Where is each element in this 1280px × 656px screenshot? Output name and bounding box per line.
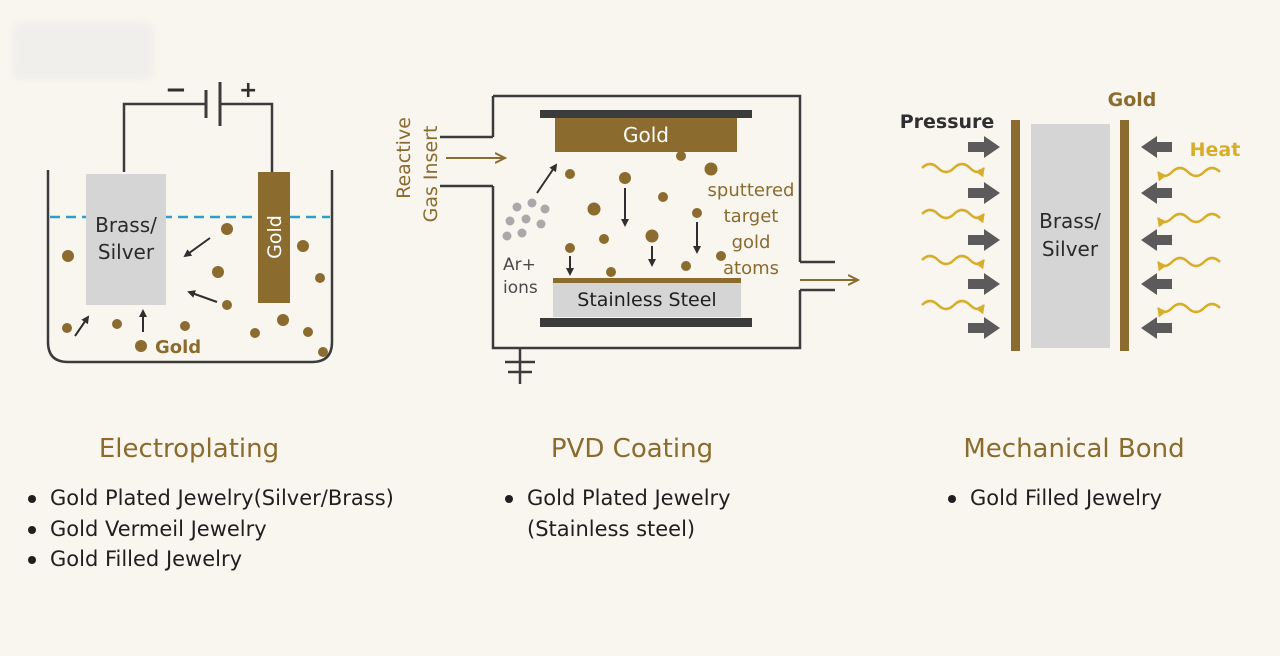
polarity-minus: −	[165, 75, 187, 105]
anode-gold	[258, 172, 290, 303]
heat-wave-icon	[1157, 256, 1221, 272]
pressure-arrow-icon	[968, 273, 1000, 295]
cathode-label-line1: Brass/	[95, 213, 157, 237]
gas-inlet-pipe	[440, 135, 493, 188]
electroplating-diagram: − + Brass/ Silver Gold Gold	[46, 75, 334, 364]
pvd-caption: PVD Coating	[550, 434, 714, 464]
gas-outlet-pipe	[800, 260, 835, 292]
vacuum-chamber	[491, 94, 802, 350]
ion-migration-arrows	[74, 237, 218, 337]
cathode-label-line2: Silver	[98, 240, 155, 264]
pressure-arrow-icon	[1141, 273, 1172, 295]
heat-waves-right	[1157, 166, 1221, 318]
pressure-arrow-icon	[968, 317, 1000, 339]
pressure-arrow-icon	[968, 229, 1000, 251]
substrate-label: Stainless Steel	[577, 289, 716, 311]
circuit-wire	[122, 102, 274, 172]
heat-wave-icon	[921, 254, 985, 270]
heat-wave-icon	[921, 208, 985, 224]
mechanical-bullet-list: Gold Filled Jewelry	[946, 483, 1162, 514]
atoms-label: sputtered target gold atoms	[708, 180, 795, 279]
gold-target	[555, 118, 737, 152]
cathode-brass-silver	[86, 174, 166, 305]
pressure-label: Pressure	[900, 111, 995, 133]
anode-label: Gold	[264, 215, 286, 259]
mechanical-bond-diagram: Gold Pressure Heat Brass/ Silver	[900, 89, 1241, 351]
bullet-item: Gold Vermeil Jewelry	[26, 514, 394, 545]
svg-text:atoms: atoms	[723, 258, 779, 279]
electroplating-bullet-list: Gold Plated Jewelry(Silver/Brass) Gold V…	[26, 483, 394, 575]
pressure-arrows-right	[1141, 136, 1172, 339]
gas-label-line2: Gas Insert	[420, 126, 442, 223]
pressure-arrow-icon	[1141, 229, 1172, 251]
polarity-plus: +	[239, 78, 257, 103]
gas-label-line1: Reactive	[393, 117, 415, 199]
sputtered-gold-atoms	[565, 151, 726, 277]
heat-wave-icon	[1157, 212, 1221, 228]
mechanical-bond-caption: Mechanical Bond	[963, 434, 1185, 464]
target-electrode	[540, 110, 752, 118]
heat-wave-icon	[921, 299, 985, 315]
bullet-item-continuation: (Stainless steel)	[527, 516, 696, 541]
svg-text:gold: gold	[732, 232, 771, 253]
core-label-line1: Brass/	[1039, 209, 1101, 233]
pressure-arrow-icon	[1141, 136, 1172, 158]
blurred-logo	[12, 22, 154, 80]
pressure-arrow-icon	[1141, 317, 1172, 339]
ion-impact-arrow	[536, 163, 558, 194]
gold-layer-right	[1120, 120, 1129, 351]
heat-wave-icon	[1157, 166, 1221, 182]
gold-layer-left	[1011, 120, 1020, 351]
bullet-item: Gold Filled Jewelry	[26, 544, 394, 575]
ions-label-line1: Ar+	[503, 255, 536, 275]
pressure-arrow-icon	[968, 136, 1000, 158]
heat-wave-icon	[921, 162, 985, 178]
core-brass-silver	[1031, 124, 1110, 348]
core-label-line2: Silver	[1042, 237, 1099, 261]
bullet-item: Gold Filled Jewelry	[946, 483, 1162, 514]
heat-wave-icon	[1157, 302, 1221, 318]
pvd-bullet-list: Gold Plated Jewelry (Stainless steel)	[503, 483, 731, 544]
pressure-arrow-icon	[1141, 182, 1172, 204]
gold-particle-label: Gold	[155, 337, 201, 358]
svg-text:target: target	[724, 206, 779, 227]
pressure-arrows-left	[968, 136, 1000, 339]
electroplating-caption: Electroplating	[98, 434, 280, 464]
bullet-item: Gold Plated Jewelry	[503, 483, 731, 514]
gold-ions	[62, 223, 328, 357]
heat-waves-left	[921, 162, 985, 315]
pvd-diagram: Reactive Gas Insert Gold Stainless Steel…	[393, 94, 858, 384]
stainless-steel-substrate	[553, 283, 741, 317]
substrate-electrode	[540, 318, 752, 327]
heat-label: Heat	[1190, 139, 1241, 161]
gold-film	[553, 278, 741, 283]
plating-tank	[46, 170, 334, 364]
ground-icon	[505, 348, 535, 384]
svg-text:sputtered: sputtered	[708, 180, 795, 201]
gold-layer-label: Gold	[1108, 89, 1157, 111]
deposition-arrows	[566, 188, 701, 276]
ions-label-line2: ions	[503, 278, 538, 298]
target-label: Gold	[623, 123, 669, 147]
argon-ions	[502, 198, 550, 241]
bullet-item: Gold Plated Jewelry(Silver/Brass)	[26, 483, 394, 514]
pressure-arrow-icon	[968, 182, 1000, 204]
